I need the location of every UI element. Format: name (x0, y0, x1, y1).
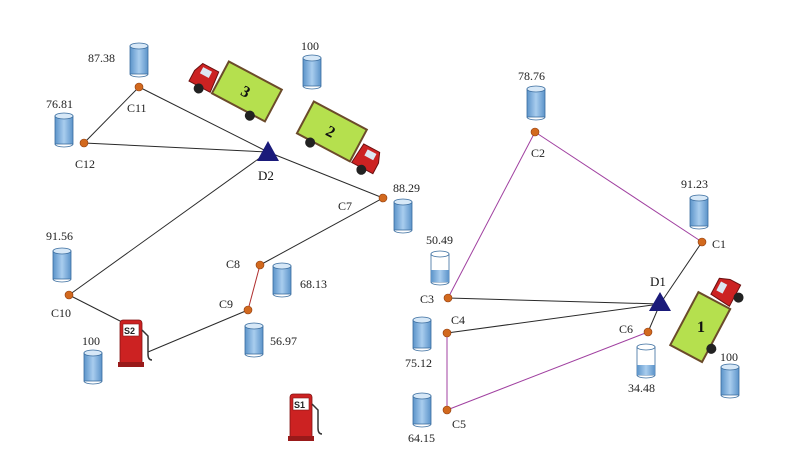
trucks: 3 2 1 (188, 60, 744, 364)
label-c12: C12 (75, 157, 95, 171)
label-c7: C7 (338, 199, 352, 213)
tank-value-truck3: 100 (301, 39, 319, 53)
route-c11-d2 (138, 86, 269, 153)
tank-value-c3: 50.49 (426, 233, 453, 247)
tank-s2-icon (83, 349, 103, 385)
node-c11 (134, 82, 144, 92)
depot-d1-icon (649, 292, 671, 311)
label-c9: C9 (219, 297, 233, 311)
node-c2 (530, 127, 540, 137)
label-c4: C4 (451, 313, 465, 327)
tank-value-c12: 76.81 (46, 97, 73, 111)
route-c1-d1 (659, 241, 703, 305)
label-d1: D1 (650, 274, 666, 289)
node-c8 (255, 260, 265, 270)
route-c5-c6 (446, 331, 649, 411)
route-c8-c9 (247, 264, 261, 311)
route-d1-c4 (446, 303, 661, 334)
tank-c2-icon (526, 85, 546, 121)
tanks (52, 42, 740, 428)
customer-nodes (64, 82, 707, 415)
route-c3-c2 (447, 131, 536, 299)
tank-value-c5: 64.15 (408, 431, 435, 445)
tank-value-c6: 34.48 (628, 381, 655, 395)
route-d2-c10 (68, 151, 269, 296)
node-c12 (79, 138, 89, 148)
node-c1 (697, 237, 707, 247)
label-c5: C5 (452, 417, 466, 431)
tank-value-c10: 91.56 (46, 229, 73, 243)
node-c5 (442, 405, 452, 415)
route-d1-c3 (447, 297, 661, 305)
stations: S2 S1 (118, 319, 323, 441)
node-c3 (443, 293, 453, 303)
tank-value-c4: 75.12 (405, 356, 432, 370)
label-s2: S2 (124, 326, 135, 336)
truck-1-icon: 1 (668, 277, 744, 364)
tank-value-c1: 91.23 (681, 177, 708, 191)
label-c6: C6 (619, 322, 633, 336)
label-c10: C10 (51, 306, 71, 320)
tank-c12-icon (54, 112, 74, 148)
tank-c4-icon (412, 316, 432, 352)
tank-c9-icon (244, 322, 264, 358)
route-c12-d2 (83, 142, 269, 153)
tank-c6-icon (636, 343, 656, 379)
tank-c11-icon (129, 42, 149, 78)
tank-c7-icon (393, 198, 413, 234)
depots: D1 D2 (257, 141, 671, 311)
route-c12-c11 (83, 86, 140, 144)
tank-labels: 87.38 76.81 100 88.29 91.56 68.13 56.97 … (46, 39, 738, 445)
label-d2: D2 (258, 168, 274, 183)
tank-c8-icon (272, 262, 292, 298)
routes (68, 86, 703, 411)
customer-labels: C1 C2 C3 C4 C5 C6 C7 C8 C9 C10 C11 C12 (51, 101, 726, 431)
depot-d2-icon (257, 141, 279, 161)
tank-value-c11: 87.38 (88, 51, 115, 65)
label-c2: C2 (531, 146, 545, 160)
tank-value-c8: 68.13 (300, 277, 327, 291)
tank-c5-icon (412, 392, 432, 428)
node-c9 (243, 305, 253, 315)
route-c9-s2 (147, 309, 249, 353)
tank-c1-icon (689, 194, 709, 230)
tank-c3-icon (430, 250, 450, 286)
route-d2-c7 (267, 151, 384, 199)
node-c4 (442, 328, 452, 338)
route-c7-c8 (259, 197, 384, 266)
label-c1: C1 (712, 237, 726, 251)
tank-value-c7: 88.29 (393, 181, 420, 195)
label-c8: C8 (226, 257, 240, 271)
fuel-station-s2-icon: S2 (118, 319, 153, 367)
node-c7 (378, 193, 388, 203)
truck-1-number: 1 (697, 319, 705, 336)
tank-value-c2: 78.76 (518, 69, 545, 83)
truck-2-icon: 2 (295, 100, 381, 175)
label-c3: C3 (420, 292, 434, 306)
tank-truck1-icon (720, 363, 740, 399)
label-c11: C11 (127, 101, 147, 115)
node-c10 (64, 290, 74, 300)
tank-value-truck1: 100 (720, 350, 738, 364)
truck-3-icon: 3 (188, 60, 284, 123)
fuel-station-s1-icon: S1 (288, 393, 323, 441)
node-c6 (643, 327, 653, 337)
route-c2-c1 (534, 131, 703, 243)
tank-truck3-icon (302, 54, 322, 90)
route-c10-s2 (68, 294, 123, 323)
tank-value-s2: 100 (82, 334, 100, 348)
label-s1: S1 (294, 400, 305, 410)
tank-c10-icon (52, 247, 72, 283)
tank-value-c9: 56.97 (270, 334, 297, 348)
